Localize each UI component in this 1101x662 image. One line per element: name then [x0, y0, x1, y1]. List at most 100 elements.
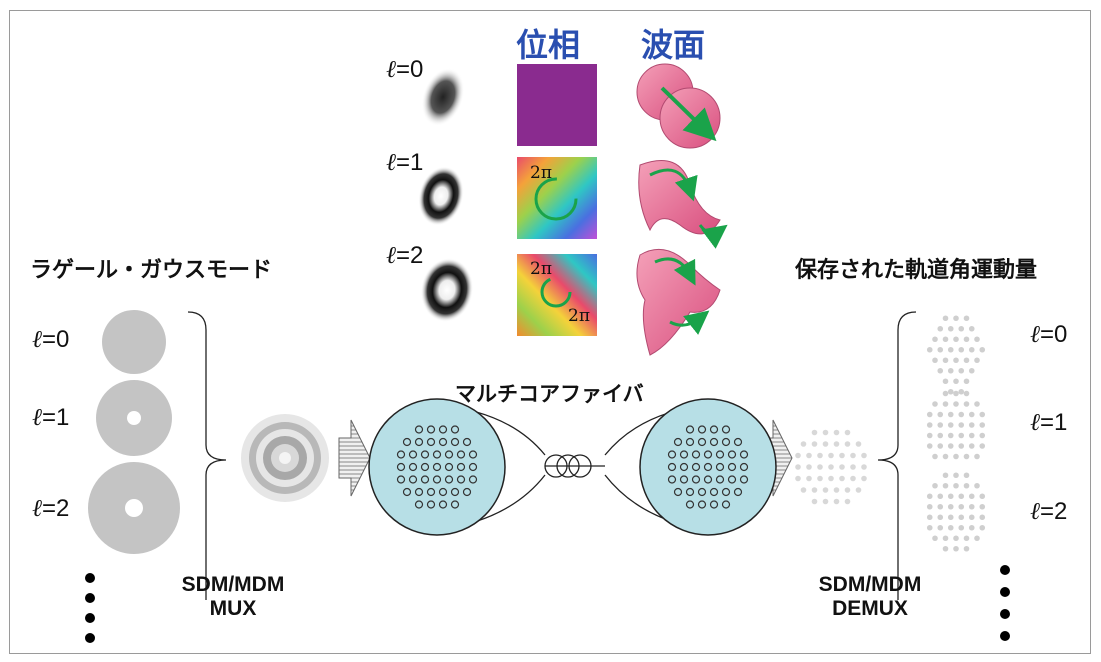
- dot: [963, 482, 970, 489]
- right-mode-label-l2: ℓ=2: [1030, 497, 1068, 525]
- dot: [850, 452, 856, 459]
- left-brace: [187, 311, 227, 600]
- dot: [408, 462, 418, 472]
- phase-map-l1: [517, 157, 597, 239]
- dot: [958, 388, 965, 395]
- two-pi-label-l1: 2π: [530, 163, 552, 183]
- dot: [414, 500, 424, 509]
- dot: [685, 487, 695, 497]
- right-ellipsis-dots: [1000, 565, 1010, 641]
- dot: [937, 524, 944, 531]
- dot: [817, 475, 823, 482]
- dot: [926, 514, 933, 521]
- dot: [937, 325, 944, 332]
- dot: [953, 472, 959, 479]
- dot: [942, 390, 949, 397]
- dot: [828, 475, 834, 482]
- dot: [739, 475, 749, 484]
- dot: [942, 535, 949, 542]
- dot: [438, 437, 448, 447]
- dot: [937, 411, 944, 418]
- dot: [968, 411, 975, 418]
- wavefront-l1: [638, 160, 728, 249]
- dot: [963, 378, 970, 385]
- dot: [456, 450, 466, 459]
- intensity-l2: [420, 258, 474, 322]
- dot: [947, 432, 954, 439]
- dot: [937, 514, 944, 521]
- dot: [937, 503, 944, 510]
- dot: [979, 346, 986, 353]
- dot: [408, 450, 418, 459]
- dot: [709, 487, 719, 497]
- dot: [958, 432, 965, 439]
- right-mode-dot-clusters: [926, 315, 986, 552]
- two-pi-label-l2-a: 2π: [530, 259, 552, 279]
- dot: [709, 437, 719, 447]
- dot: [942, 315, 949, 322]
- dot: [679, 462, 689, 472]
- dot: [414, 437, 424, 447]
- dot: [462, 437, 472, 447]
- dot: [947, 524, 954, 531]
- dot: [727, 462, 737, 472]
- dot: [974, 453, 980, 460]
- dot: [667, 450, 677, 459]
- dot: [817, 464, 823, 470]
- dot: [963, 390, 970, 397]
- dot: [703, 475, 713, 484]
- dot: [721, 437, 731, 447]
- dot: [800, 487, 807, 493]
- dot: [795, 464, 801, 470]
- dot: [979, 524, 986, 531]
- dot: [844, 487, 851, 493]
- dot: [963, 545, 970, 552]
- dot: [937, 367, 944, 374]
- top-row-label-l1: ℓ=1: [386, 148, 424, 176]
- dot: [958, 443, 965, 449]
- dot: [822, 429, 829, 436]
- dot: [937, 493, 944, 500]
- dot: [822, 498, 829, 505]
- laguerre-gauss-title: ラゲール・ガウスモード: [30, 258, 273, 283]
- dot: [963, 357, 970, 364]
- dot: [974, 336, 980, 343]
- dot: [947, 388, 954, 395]
- dot: [968, 432, 975, 439]
- dot: [926, 346, 933, 353]
- dot: [932, 482, 938, 489]
- dot: [414, 425, 424, 434]
- dot: [979, 432, 986, 439]
- dot: [942, 378, 949, 385]
- dot: [926, 443, 933, 449]
- dot: [953, 336, 959, 343]
- dot: [947, 367, 954, 374]
- dot: [450, 487, 460, 497]
- dot: [833, 487, 840, 493]
- dot: [709, 500, 719, 509]
- dot: [426, 500, 436, 509]
- dot: [958, 503, 965, 510]
- dot: [958, 325, 965, 332]
- lg-mode-l0: [102, 310, 166, 374]
- dot: [822, 487, 829, 493]
- dot: [795, 452, 801, 459]
- dot: [979, 503, 986, 510]
- dot: [733, 437, 743, 447]
- dot: [800, 441, 807, 447]
- dot: [942, 482, 949, 489]
- dot: [958, 514, 965, 521]
- dot: [839, 475, 845, 482]
- dot: [844, 429, 851, 436]
- dot: [685, 437, 695, 447]
- dot: [979, 514, 986, 521]
- dot: [968, 367, 975, 374]
- dot: [432, 450, 442, 459]
- input-arrow: [338, 419, 371, 497]
- multiplexed-beam: [241, 414, 329, 502]
- dot: [926, 432, 933, 439]
- left-mode-label-l1: ℓ=1: [32, 403, 70, 431]
